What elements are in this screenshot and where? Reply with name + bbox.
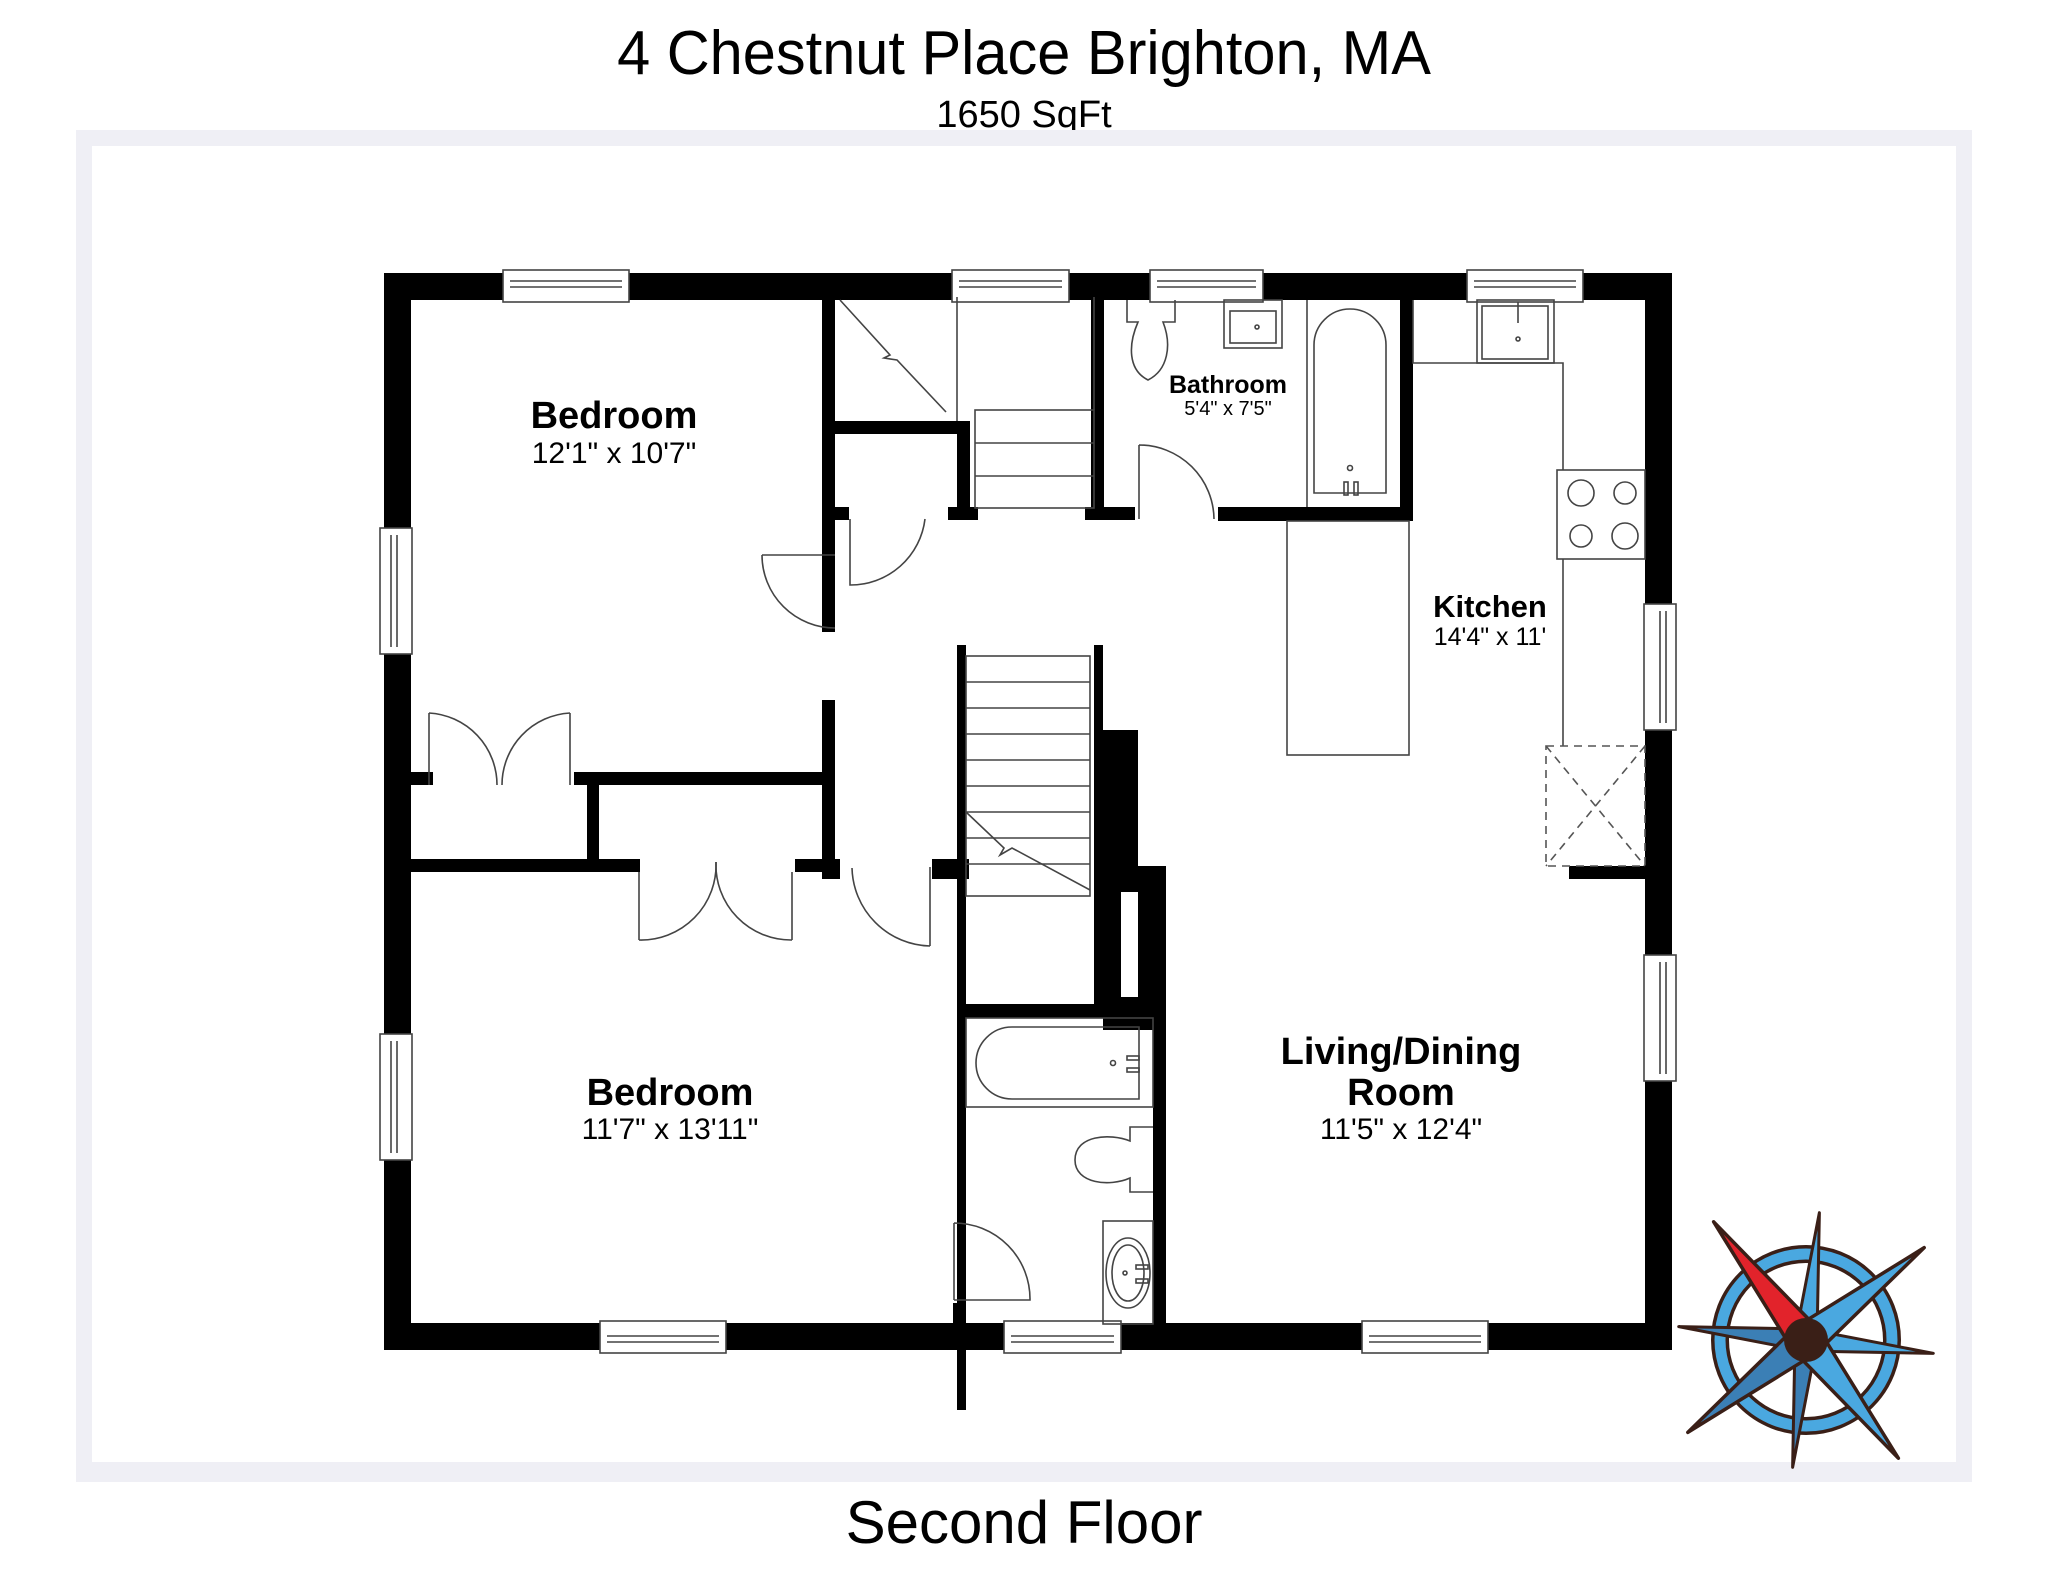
window: [379, 527, 413, 655]
window: [379, 1033, 413, 1161]
svg-text:11'5" x 12'4": 11'5" x 12'4": [1320, 1113, 1482, 1146]
floor-label: Second Floor: [845, 1489, 1203, 1556]
square-footage: 1650 SqFt: [936, 94, 1112, 136]
svg-text:Kitchen: Kitchen: [1433, 589, 1547, 624]
svg-text:Room: Room: [1347, 1072, 1455, 1114]
room-label-bathroom: Bathroom 5'4" x 7'5": [1169, 371, 1287, 420]
svg-text:Bedroom: Bedroom: [531, 395, 698, 437]
room-label-bedroom-1: Bedroom 12'1" x 10'7": [531, 395, 698, 470]
window: [599, 1320, 727, 1354]
window: [1643, 603, 1677, 731]
svg-text:Living/Dining: Living/Dining: [1281, 1031, 1522, 1073]
windows: [379, 269, 1677, 1354]
window: [1643, 954, 1677, 1082]
svg-text:12'1" x 10'7": 12'1" x 10'7": [532, 437, 697, 470]
svg-text:Bedroom: Bedroom: [587, 1072, 754, 1114]
window: [1466, 269, 1584, 303]
doors: [428, 444, 1215, 1301]
upper-staircase: [839, 297, 1095, 509]
bathroom-2-fixtures: [965, 1017, 1154, 1325]
wall-niche: [1121, 892, 1138, 997]
bathroom-fixtures: [1126, 299, 1387, 507]
window: [1149, 269, 1264, 303]
property-address-title: 4 Chestnut Place Brighton, MA: [617, 19, 1431, 88]
room-label-bedroom-2: Bedroom 11'7" x 13'11": [582, 1072, 759, 1146]
lower-staircase: [965, 655, 1091, 897]
window: [1003, 1320, 1122, 1354]
svg-text:11'7" x 13'11": 11'7" x 13'11": [582, 1113, 759, 1146]
svg-text:14'4" x 11': 14'4" x 11': [1434, 623, 1546, 651]
window: [502, 269, 630, 303]
kitchen-fixtures: [1286, 299, 1646, 867]
svg-text:5'4" x 7'5": 5'4" x 7'5": [1184, 398, 1271, 420]
room-label-living-dining: Living/Dining Room 11'5" x 12'4": [1281, 1031, 1522, 1146]
window: [951, 269, 1070, 303]
window: [1361, 1320, 1489, 1354]
compass-rose-icon: [1677, 1211, 1935, 1469]
svg-text:Bathroom: Bathroom: [1169, 371, 1287, 399]
room-label-kitchen: Kitchen 14'4" x 11': [1433, 589, 1547, 651]
